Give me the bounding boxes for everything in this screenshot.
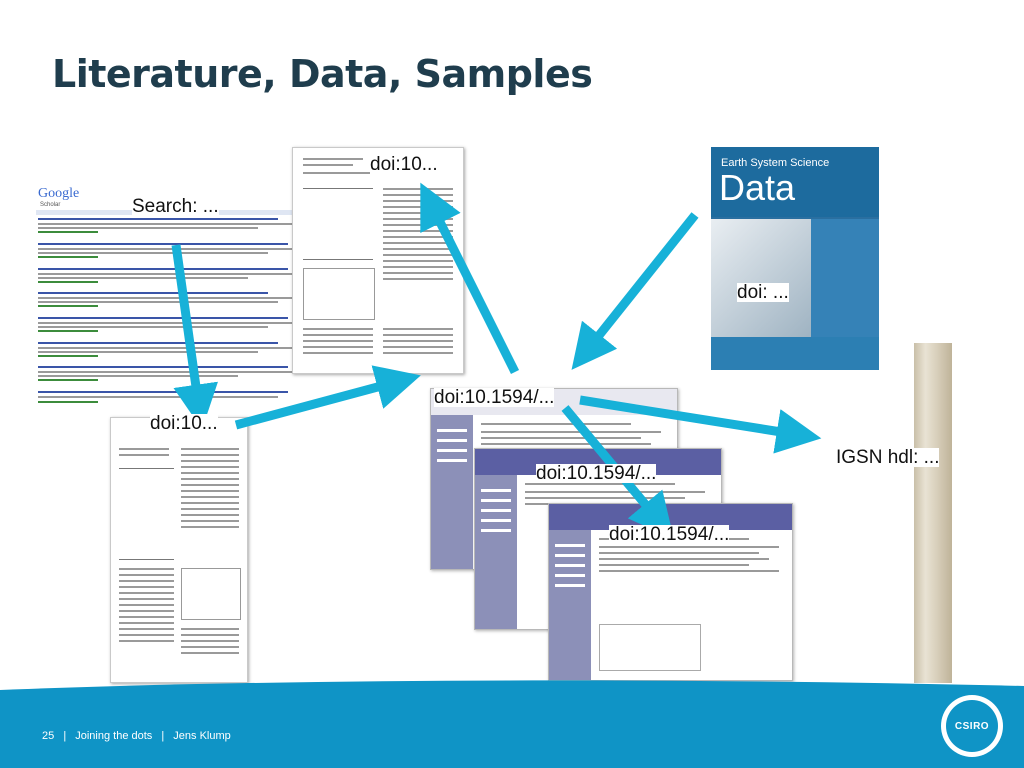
slide-title: Literature, Data, Samples [52,52,593,96]
footer-bar [0,690,1024,768]
journal-cover-thumbnail: Earth System Science Data [711,147,879,370]
footer-text: 25 | Joining the dots | Jens Klump [42,730,231,742]
journal-cover-small-title: Earth System Science [721,157,830,169]
search-label: Search: ... [132,196,219,217]
igsn-label: IGSN hdl: ... [836,447,940,468]
csiro-logo: CSIRO [941,695,1003,757]
doi-db3-label: doi:10.1594/... [609,524,730,545]
csiro-logo-text: CSIRO [946,700,998,752]
journal-cover-big-title: Data [719,167,796,208]
paper-page-top-thumbnail [292,147,464,374]
footer-separator: | [63,730,67,742]
google-logo: Google [38,186,80,201]
doi-journal-label: doi: ... [737,282,789,303]
doi-left-label: doi:10... [150,413,218,434]
arrow-db-to-doi-top [420,182,520,375]
arrow-journal-to-db [571,212,699,370]
arrow-search-to-doi-left [171,244,219,430]
footer-page-number: 25 [42,730,55,742]
doi-db2-label: doi:10.1594/... [536,463,657,484]
footer-author: Jens Klump [173,730,231,742]
doi-db1-label: doi:10.1594/... [434,387,555,408]
doi-top-label: doi:10... [370,154,438,175]
footer-separator: | [161,730,165,742]
arrow-db-to-igsn [579,395,822,454]
arrow-doi-left-to-db [234,365,421,430]
sediment-core-image [914,343,952,683]
scholar-label: Scholar [40,202,61,208]
footer-talk-title: Joining the dots [75,730,153,742]
